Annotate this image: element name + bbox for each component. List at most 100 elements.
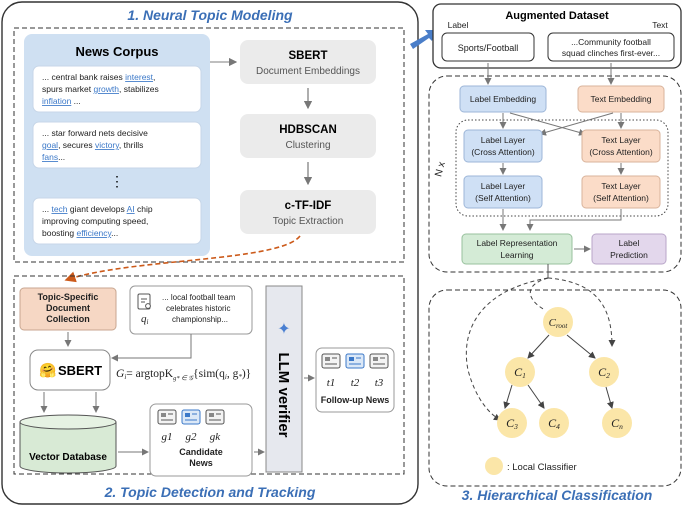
label-column-head: Label (448, 20, 469, 30)
label-value-box (441, 32, 535, 62)
text-layer-cross-box (581, 129, 661, 163)
node-c1-label: C1 (514, 365, 526, 380)
hdbscan-title: HDBSCAN (279, 124, 337, 136)
news-snippet-2 (32, 121, 202, 169)
label-layer-cross-l2: (Cross Attention) (471, 147, 534, 157)
node-c3-label: C3 (506, 416, 518, 431)
candidate-doc-icons (157, 409, 225, 425)
ctfidf-subtitle: Topic Extraction (273, 216, 344, 227)
text-sa-to-repr (526, 209, 622, 231)
sbert-title: SBERT (289, 50, 328, 62)
label-pred-l2: Prediction (610, 250, 648, 260)
snippet-1-line-3: inflation ... (42, 96, 81, 106)
label-repr-l1: Label Representation (477, 238, 558, 248)
query-variable: qi (141, 313, 149, 326)
text-layer-self-l2: (Self Attention) (593, 193, 649, 203)
c1-to-c4 (527, 384, 545, 409)
label-layer-self-l2: (Self Attention) (475, 193, 531, 203)
snippet-1-line-2: spurs market growth, stabilizes (42, 84, 159, 94)
label-value: Sports/Football (458, 43, 519, 53)
node-cn-label: Cn (611, 416, 623, 431)
query-to-sbert-arrow (111, 334, 192, 362)
label-pred-l1: Label (619, 238, 640, 248)
section1-frame (13, 27, 405, 263)
ctfidf-title: c-TF-IDF (285, 200, 332, 212)
ellipsis-dots: ⋮ (110, 173, 124, 189)
vector-database-label: Vector Database (29, 452, 107, 463)
followup-t1: t1 (327, 377, 336, 389)
node-cn (602, 408, 632, 438)
text-layer-cross-l2: (Cross Attention) (589, 147, 652, 157)
query-line-3: championship... (172, 315, 228, 324)
snippet-3-line-2: improving computing speed, (42, 216, 148, 226)
label-prediction-box (591, 233, 667, 265)
text-value-line-1: ...Community football (571, 37, 651, 47)
news-snippet-1 (32, 65, 202, 113)
label-layer-cross-l1: Label Layer (481, 135, 526, 145)
label-embedding-text: Label Embedding (470, 94, 536, 104)
stem-to-c2-dashed (547, 277, 616, 347)
topic-collection-box (19, 287, 117, 331)
text-layer-self-l1: Text Layer (601, 181, 640, 191)
sbert-box-2 (29, 349, 111, 391)
snippet-3-line-1: ... tech giant develops AI chip (42, 204, 153, 214)
snippet-1-line-1: ... central bank raises interest, (42, 72, 155, 82)
hdbscan-box (240, 114, 376, 158)
section3-title: 3. Hierarchical Classification (462, 487, 653, 503)
text-layer-cross-l1: Text Layer (601, 135, 640, 145)
classifier-model-frame (428, 75, 682, 273)
snippet-2-line-2: goal, secures victory, thrills (42, 140, 143, 150)
query-line-1: ... local football team (162, 293, 236, 302)
candidate-line-2: News (189, 458, 213, 468)
query-document-icon (137, 293, 151, 310)
news-corpus-title: News Corpus (75, 44, 158, 59)
text-embedding-box (577, 85, 665, 113)
query-line-2: celebrates historic (166, 304, 230, 313)
text-embedding-text: Text Embedding (591, 94, 652, 104)
legend-local-classifier: : Local Classifier (507, 462, 577, 473)
label-layer-cross-box (463, 129, 543, 163)
sbert-box (240, 40, 376, 84)
collection-line-2: Document (46, 303, 90, 313)
followup-doc-icons (321, 353, 389, 369)
text-layer-self-box (581, 175, 661, 209)
nx-repeat-frame (455, 119, 669, 217)
hdbscan-subtitle: Clustering (285, 140, 330, 151)
c2-to-cn (605, 386, 614, 409)
retrieval-formula: Gi= argtopKg* ∈ 𝒢{sim(qi, g*)} (116, 368, 251, 382)
candidate-g2: g2 (186, 431, 198, 443)
node-c2-label: C2 (598, 365, 610, 380)
node-c3 (497, 408, 527, 438)
section1-title: 1. Neural Topic Modeling (127, 7, 293, 23)
collection-line-1: Topic-Specific (38, 292, 99, 302)
node-root-label: Croot (549, 317, 569, 330)
root-to-c1 (527, 334, 550, 359)
stem-to-root-dashed (529, 277, 549, 311)
sparkle-icon: ✦ (277, 321, 290, 338)
c1-to-c3 (503, 384, 513, 409)
label-layer-self-box (463, 175, 543, 209)
augmented-dataset-title: Augmented Dataset (505, 10, 609, 22)
followup-t2: t2 (351, 377, 360, 389)
nx-label: N x (433, 161, 448, 178)
stem-to-c3-dashed (465, 277, 549, 421)
vector-database-cylinder (19, 414, 117, 474)
huggingface-icon: 🤗 (39, 362, 57, 378)
node-c1 (505, 357, 535, 387)
candidate-g1: g1 (162, 431, 173, 443)
snippet-2-line-1: ... star forward nets decisive (42, 128, 148, 138)
news-snippet-3 (32, 197, 202, 245)
snippet-3-line-3: boosting efficiency... (42, 228, 118, 238)
llm-verifier-bar (265, 285, 303, 473)
sbert-subtitle: Document Embeddings (256, 66, 360, 77)
root-to-c2 (566, 334, 596, 359)
text-emb-to-label-ca (539, 112, 614, 136)
label-emb-to-text-ca (509, 112, 586, 136)
label-repr-l2: Learning (500, 250, 533, 260)
node-c2 (589, 357, 619, 387)
sbert-label: SBERT (58, 363, 102, 378)
llm-verifier-label: LLM verifier (275, 352, 292, 437)
ctfidf-box (240, 190, 376, 234)
snippet-2-line-3: fans... (42, 152, 65, 162)
blue-pointer-arrow (410, 30, 436, 49)
